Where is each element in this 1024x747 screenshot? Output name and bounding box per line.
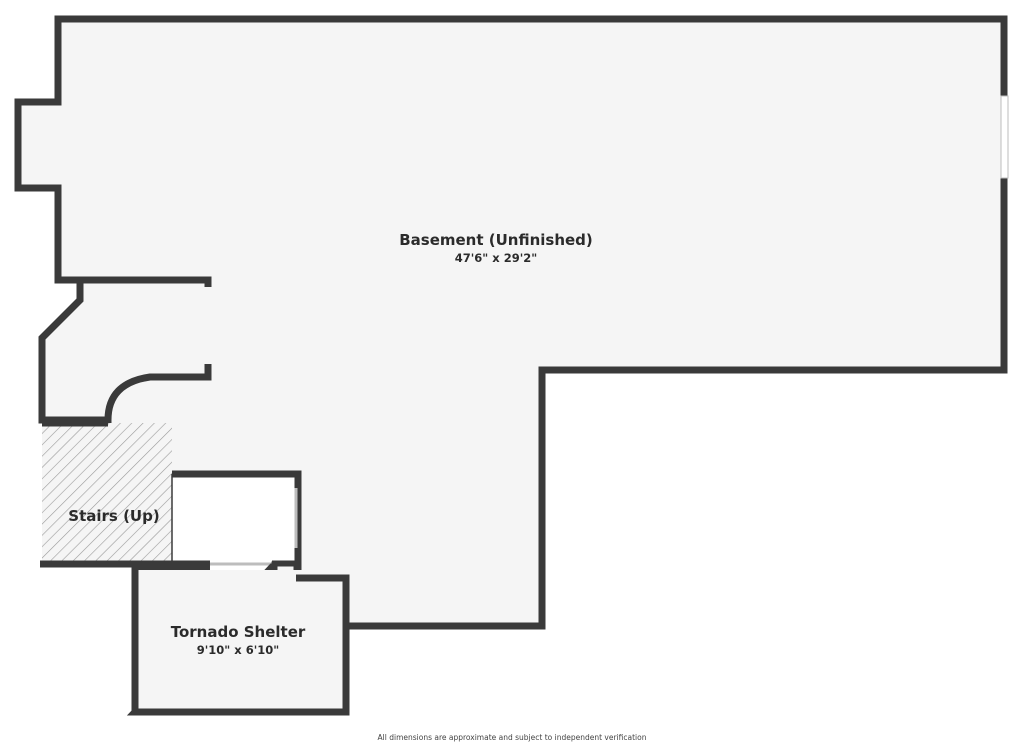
shelter-dimensions: 9'10" x 6'10" [197, 643, 279, 657]
inner-wall-upper [80, 276, 212, 287]
stairs-area [42, 423, 172, 564]
window-right [1000, 95, 1009, 179]
stairs-name: Stairs (Up) [68, 507, 159, 525]
shelter-name: Tornado Shelter [171, 623, 306, 641]
disclaimer-footnote: All dimensions are approximate and subje… [377, 733, 647, 742]
shelter-walls [131, 564, 350, 716]
basement-dimensions: 47'6" x 29'2" [455, 251, 537, 265]
basement-name: Basement (Unfinished) [399, 231, 593, 249]
inner-wall-lower [104, 364, 212, 421]
shelter-floor [138, 570, 343, 709]
